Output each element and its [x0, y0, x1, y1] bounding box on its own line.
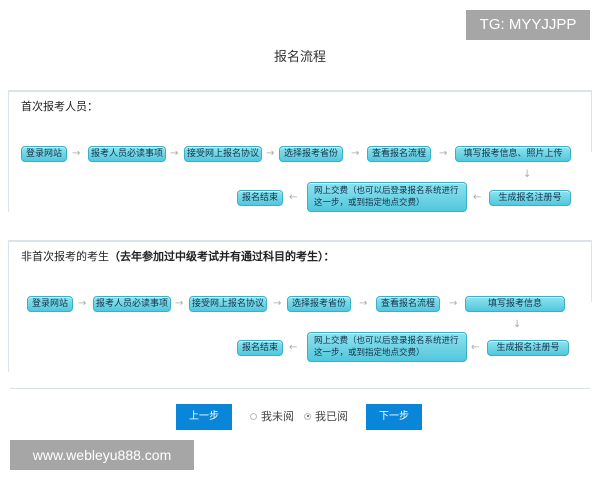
- arrow-down-icon: ↓: [523, 169, 532, 180]
- step-accept-agreement: 接受网上报名协议: [184, 146, 262, 162]
- arrow-left-icon: ←: [473, 192, 482, 203]
- step-select-province: 选择报考省份: [279, 146, 343, 162]
- panel-edge: [591, 92, 592, 152]
- flow-panel-repeat: 非首次报考的考生（去年参加过中级考试并有通过科目的考生）： 登录网站 → 报考人…: [8, 240, 592, 372]
- step-finish: 报名结束: [237, 190, 283, 206]
- panel-heading: 首次报考人员：: [21, 100, 98, 113]
- arrow-right-icon: →: [170, 148, 179, 159]
- arrow-right-icon: →: [72, 148, 81, 159]
- step-finish: 报名结束: [237, 340, 283, 356]
- arrow-left-icon: ←: [471, 342, 480, 353]
- step-fill-info: 填写报考信息: [465, 296, 565, 312]
- arrow-right-icon: →: [351, 148, 360, 159]
- step-view-process: 查看报名流程: [376, 296, 440, 312]
- radio-read[interactable]: 我已阅: [304, 408, 348, 424]
- arrow-right-icon: →: [273, 298, 282, 309]
- radio-unread-label[interactable]: 我未阅: [261, 410, 294, 423]
- prev-step-button[interactable]: 上一步: [176, 404, 232, 430]
- step-login: 登录网站: [27, 296, 73, 312]
- step-select-province: 选择报考省份: [287, 296, 351, 312]
- page-title: 报名流程: [273, 50, 326, 65]
- radio-read-label[interactable]: 我已阅: [315, 410, 348, 423]
- panel-edge: [591, 242, 592, 302]
- divider: [10, 388, 590, 389]
- arrow-right-icon: →: [439, 148, 448, 159]
- step-registration-number: 生成报名注册号: [489, 190, 571, 206]
- step-must-read: 报考人员必读事项: [88, 146, 166, 162]
- next-step-button[interactable]: 下一步: [366, 404, 422, 430]
- step-fill-info-photo: 填写报考信息、照片上传: [455, 146, 571, 162]
- step-login: 登录网站: [21, 146, 67, 162]
- step-online-payment: 网上交费（也可以后登录报名系统进行这一步，或到指定地点交费）: [307, 182, 467, 212]
- arrow-down-icon: ↓: [513, 319, 522, 330]
- arrow-right-icon: →: [78, 298, 87, 309]
- step-view-process: 查看报名流程: [367, 146, 431, 162]
- radio-read-circle[interactable]: [304, 412, 311, 420]
- arrow-right-icon: →: [266, 148, 275, 159]
- heading-normal: 非首次报考的考生: [21, 250, 109, 263]
- arrow-left-icon: ←: [289, 192, 298, 203]
- panel-heading: 非首次报考的考生（去年参加过中级考试并有通过科目的考生）：: [21, 248, 335, 264]
- arrow-left-icon: ←: [289, 342, 298, 353]
- arrow-right-icon: →: [449, 298, 458, 309]
- heading-bold: （去年参加过中级考试并有通过科目的考生）：: [109, 250, 335, 263]
- step-accept-agreement: 接受网上报名协议: [189, 296, 267, 312]
- step-online-payment: 网上交费（也可以后登录报名系统进行这一步，或到指定地点交费）: [307, 332, 467, 362]
- arrow-right-icon: →: [359, 298, 368, 309]
- arrow-right-icon: →: [175, 298, 184, 309]
- step-registration-number: 生成报名注册号: [487, 340, 569, 356]
- step-must-read: 报考人员必读事项: [93, 296, 171, 312]
- watermark-site: www.webleyu888.com: [10, 440, 194, 470]
- flow-panel-first-time: 首次报考人员： 登录网站 → 报考人员必读事项 → 接受网上报名协议 → 选择报…: [8, 90, 592, 212]
- radio-unread[interactable]: 我未阅: [250, 408, 294, 424]
- watermark-tg: TG: MYYJJPP: [466, 10, 590, 40]
- radio-unread-circle[interactable]: [250, 412, 257, 420]
